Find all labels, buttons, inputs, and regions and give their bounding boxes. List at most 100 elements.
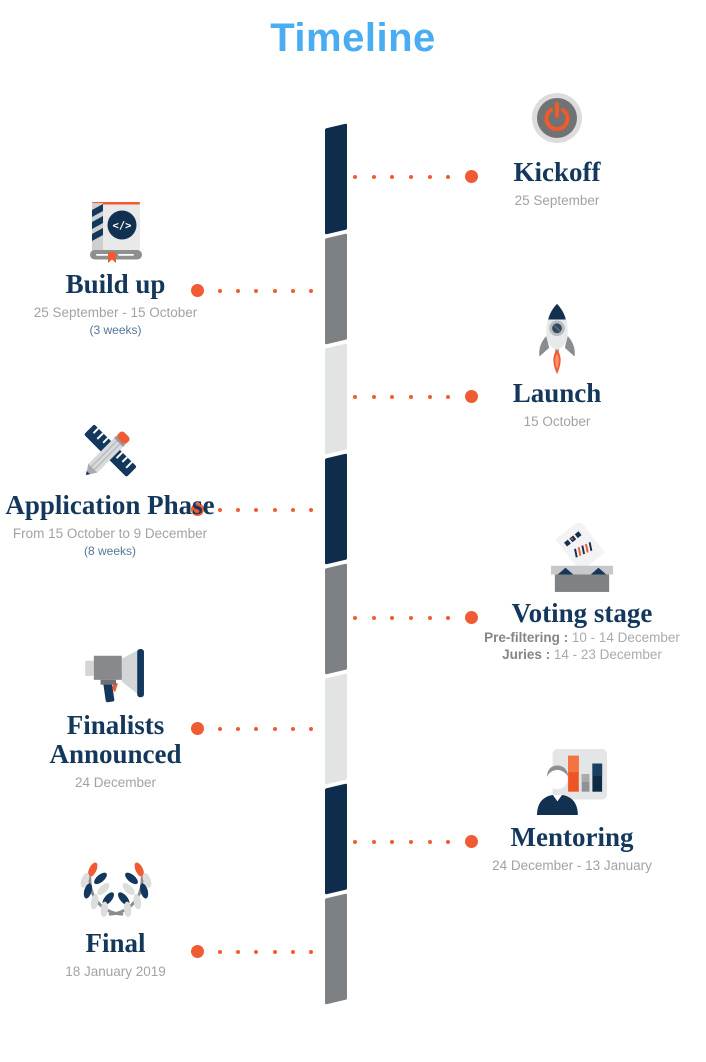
event-title: Build up (65, 269, 166, 299)
event-date-line: Juries : 14 - 23 December (502, 647, 662, 662)
connector-dot (353, 839, 357, 844)
connector-big-dot (191, 503, 204, 516)
connector-dot (272, 288, 277, 293)
event-title: Application Phase (5, 490, 215, 520)
event-application-phase: Application Phase From 15 October to 9 D… (0, 417, 220, 558)
event-date: 24 December (74, 775, 157, 790)
connector-dot (272, 507, 277, 512)
laurel-wreath-icon (75, 859, 157, 921)
event-finalists-announced: Finalists Announced 24 December (8, 649, 223, 790)
connector-dot (371, 615, 376, 620)
connector-dot (290, 288, 295, 293)
connector-dot (408, 174, 413, 179)
connector-dot (427, 615, 432, 620)
connector-dot (390, 394, 395, 399)
connector-dot (218, 949, 223, 954)
connector-dot (408, 394, 413, 399)
bar-segment (325, 453, 347, 565)
event-date: 15 October (523, 414, 591, 429)
event-date: 18 January 2019 (65, 964, 166, 979)
connector-dots-mentoring (353, 835, 478, 848)
rocket-icon (534, 301, 580, 377)
connector-dot (290, 949, 295, 954)
mentor-chart-icon (531, 747, 613, 815)
connector-dot (427, 394, 432, 399)
power-icon (531, 92, 583, 144)
connector-dots-finalists (191, 722, 313, 735)
connector-dot (254, 949, 259, 954)
connector-big-dot (464, 835, 478, 848)
timeline-bar (325, 123, 347, 1005)
code-book-icon: </> (87, 200, 145, 264)
connector-dot (446, 174, 451, 179)
connector-dot (408, 839, 413, 844)
megaphone-icon (84, 649, 147, 703)
connector-dots-voting (353, 611, 478, 624)
date-line-value: 14 - 23 December (553, 647, 662, 662)
connector-dot (308, 949, 313, 954)
connector-dots-build-up (191, 284, 313, 297)
connector-dot (390, 615, 395, 620)
ruler-pencil-icon (76, 417, 144, 485)
connector-dot (272, 949, 277, 954)
connector-dot (254, 288, 259, 293)
bar-segment (325, 123, 347, 235)
connector-dot (371, 839, 376, 844)
event-title: Kickoff (513, 157, 601, 187)
page-title: Timeline (270, 16, 436, 60)
connector-dot (371, 394, 376, 399)
connector-dot (290, 726, 295, 731)
connector-dot (353, 615, 357, 620)
bar-segment (325, 673, 347, 785)
date-line-label: Juries : (502, 647, 551, 662)
connector-dots-final (191, 945, 313, 958)
event-date: 25 September - 15 October (33, 305, 198, 320)
event-title: Launch (512, 378, 602, 408)
connector-dot (371, 174, 376, 179)
event-kickoff: Kickoff 25 September (452, 92, 662, 208)
connector-dot (427, 174, 432, 179)
event-date: From 15 October to 9 December (12, 526, 208, 541)
event-title: Finalists Announced (49, 710, 182, 769)
connector-dot (353, 174, 357, 179)
connector-dot (236, 949, 241, 954)
connector-dot (236, 726, 241, 731)
connector-big-dot (464, 170, 478, 183)
connector-dot (218, 288, 223, 293)
connector-dots-kickoff (353, 170, 478, 183)
connector-dot (353, 394, 357, 399)
event-date: 24 December - 13 January (492, 858, 652, 873)
connector-dot (308, 726, 313, 731)
connector-dot (390, 839, 395, 844)
connector-dot (218, 507, 223, 512)
connector-dot (218, 726, 223, 731)
connector-dot (254, 726, 259, 731)
connector-dot (390, 174, 395, 179)
event-note: (8 weeks) (83, 544, 136, 558)
bar-segment (325, 343, 347, 455)
event-mentoring: Mentoring 24 December - 13 January (462, 747, 682, 873)
connector-dot (446, 615, 451, 620)
event-voting-stage: Voting stage Pre-filtering : 10 - 14 Dec… (462, 523, 702, 662)
event-build-up: </> Build up 25 September - 15 October (… (8, 200, 223, 337)
connector-dot (254, 507, 259, 512)
event-date-line: Pre-filtering : 10 - 14 December (484, 630, 680, 645)
event-date: 25 September (514, 193, 600, 208)
svg-text:</>: </> (112, 220, 131, 232)
connector-big-dot (464, 390, 478, 403)
event-title: Final (85, 928, 146, 958)
bar-segment (325, 783, 347, 895)
connector-dots-application (191, 503, 313, 516)
connector-dot (236, 507, 241, 512)
date-line-label: Pre-filtering : (484, 630, 569, 645)
bar-segment (325, 893, 347, 1005)
event-final: Final 18 January 2019 (8, 859, 223, 979)
connector-dot (427, 839, 432, 844)
connector-dot (408, 615, 413, 620)
bar-segment (325, 563, 347, 675)
date-line-value: 10 - 14 December (571, 630, 680, 645)
connector-dot (446, 394, 451, 399)
event-launch: Launch 15 October (452, 301, 662, 429)
event-title: Voting stage (511, 598, 653, 628)
event-title: Mentoring (510, 822, 634, 852)
